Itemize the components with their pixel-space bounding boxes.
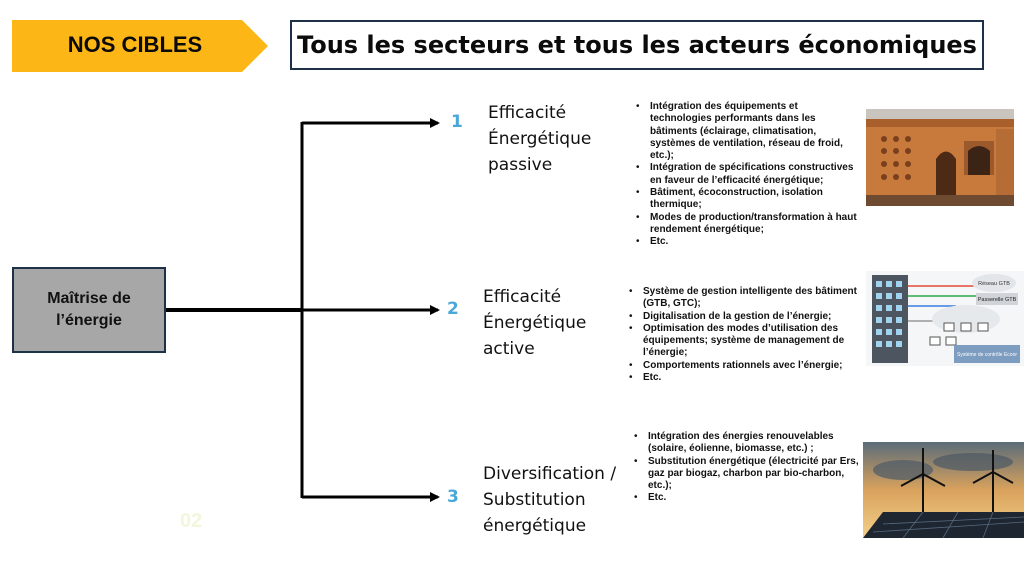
branch-bullets-2: Système de gestion intelligente des bâti…	[629, 286, 875, 385]
nos-cibles-badge	[12, 20, 268, 72]
building-photo	[866, 109, 1014, 206]
page-number-watermark: 02	[180, 510, 203, 532]
branch-number-1: 1	[451, 112, 463, 132]
root-line-1: Maîtrise de	[47, 290, 131, 307]
diagram-label-systeme: Système de contrôle Ecoor	[957, 352, 1017, 358]
list-item: Modes de production/transformation à hau…	[636, 212, 860, 237]
renewables-photo	[863, 442, 1024, 538]
diagram-label-passerelle: Passerelle GTB	[978, 297, 1017, 303]
branch-title-2: Efficacité Énergétique active	[483, 287, 587, 359]
badge-label: NOS CIBLES	[67, 32, 203, 57]
list-item: Substitution énergétique (électricité pa…	[634, 456, 866, 493]
list-item: Etc.	[634, 492, 866, 505]
gtb-diagram-image: Réseau GTB Passerelle GTB Système de con…	[866, 271, 1024, 366]
list-item: Intégration de spécifications constructi…	[636, 162, 860, 187]
diagram-label-reseau: Réseau GTB	[978, 281, 1010, 287]
list-item: Optimisation des modes d’utilisation des…	[629, 323, 875, 360]
branch-title-1: Efficacité Énergétique passive	[488, 103, 592, 175]
list-item: Système de gestion intelligente des bâti…	[629, 286, 875, 311]
page-title: Tous les secteurs et tous les acteurs éc…	[290, 20, 984, 70]
list-item: Intégration des équipements et technolog…	[636, 101, 860, 162]
list-item: Etc.	[636, 236, 860, 249]
root-node: Maîtrise de l’énergie	[12, 267, 166, 353]
list-item: Intégration des énergies renouvelables (…	[634, 431, 866, 456]
list-item: Bâtiment, écoconstruction, isolation the…	[636, 187, 860, 212]
list-item: Digitalisation de la gestion de l’énergi…	[629, 311, 875, 324]
list-item: Etc.	[629, 372, 875, 385]
branch-title-3: Diversification / Substitution énergétiq…	[483, 464, 617, 536]
branch-bullets-3: Intégration des énergies renouvelables (…	[634, 431, 866, 505]
root-line-2: l’énergie	[56, 312, 122, 329]
list-item: Comportements rationnels avec l’énergie;	[629, 360, 875, 373]
branch-bullets-1: Intégration des équipements et technolog…	[636, 101, 860, 249]
branch-number-2: 2	[447, 299, 459, 319]
branch-number-3: 3	[447, 487, 459, 507]
